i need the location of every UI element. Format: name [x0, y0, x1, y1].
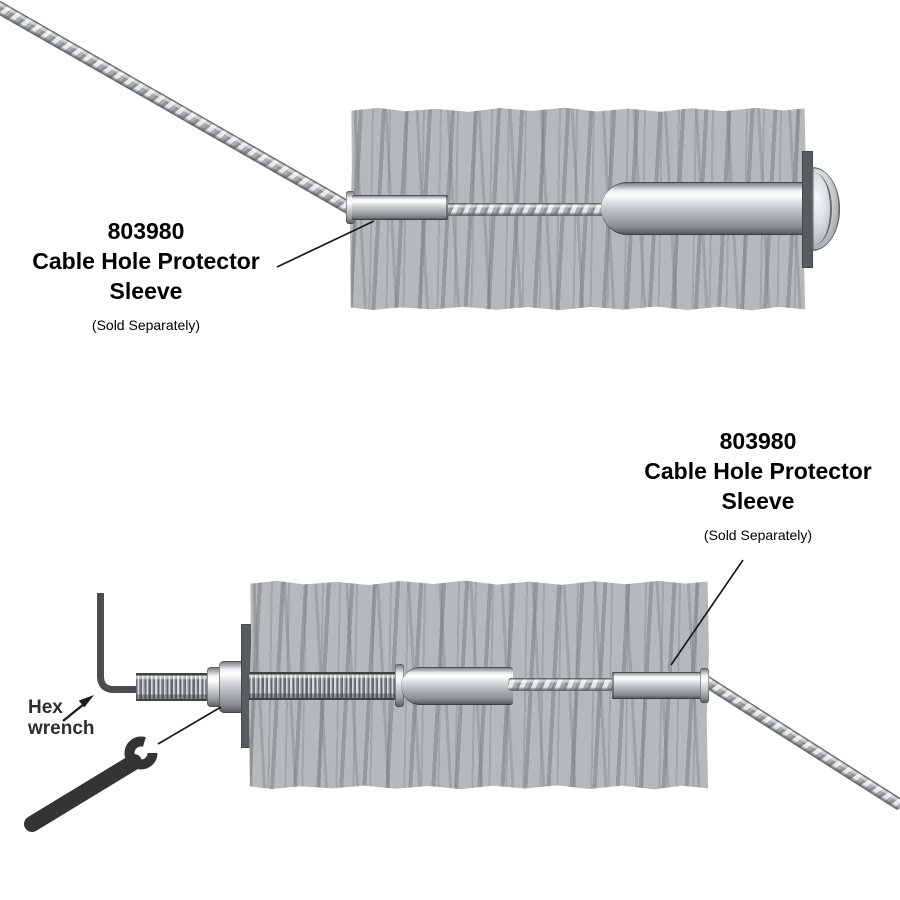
hex-wrench-label-line2: wrench [28, 718, 95, 739]
threaded-stud-inner [249, 672, 400, 700]
availability-note-top: (Sold Separately) [91, 317, 201, 333]
collar-washer [207, 667, 222, 707]
label-top: 803980 Cable Hole Protector Sleeve (Sold… [16, 216, 276, 334]
availability-note-bottom: (Sold Separately) [703, 527, 813, 543]
cable-inside-post-bottom [508, 678, 618, 691]
product-name-line2-bottom: Sleeve [721, 488, 795, 514]
part-number-top: 803980 [107, 218, 185, 244]
cable-hole-protector-sleeve-top [352, 195, 448, 220]
open-end-wrench-handle [24, 754, 142, 832]
tensioner-nut [219, 661, 245, 713]
sleeve-flare-lip-top [346, 191, 355, 224]
cable-hole-protector-sleeve-bottom [612, 672, 704, 699]
cable-inside-post-top [440, 203, 608, 216]
swage-fitting-top [601, 182, 806, 235]
swage-fitting-lip-bottom [395, 664, 404, 707]
swage-fitting-bottom [401, 667, 513, 705]
dome-end-fitting [812, 167, 840, 251]
hex-wrench [97, 593, 136, 693]
label-bottom: 803980 Cable Hole Protector Sleeve (Sold… [627, 426, 889, 544]
product-name-line2-top: Sleeve [109, 278, 183, 304]
hex-wrench-label-line1: Hex [28, 697, 63, 718]
steel-cable-incoming [0, 0, 358, 217]
sleeve-flare-lip-bottom [700, 668, 709, 703]
steel-cable-exit [700, 674, 900, 811]
leader-line-wrench-nut [157, 706, 222, 745]
product-name-line1-top: Cable Hole Protector [32, 248, 260, 274]
threaded-stud-outer [136, 673, 216, 701]
hex-wrench-label: Hex wrench [28, 697, 95, 739]
product-name-line1-bottom: Cable Hole Protector [644, 458, 872, 484]
open-end-wrench-jaw [124, 736, 158, 770]
part-number-bottom: 803980 [719, 428, 797, 454]
